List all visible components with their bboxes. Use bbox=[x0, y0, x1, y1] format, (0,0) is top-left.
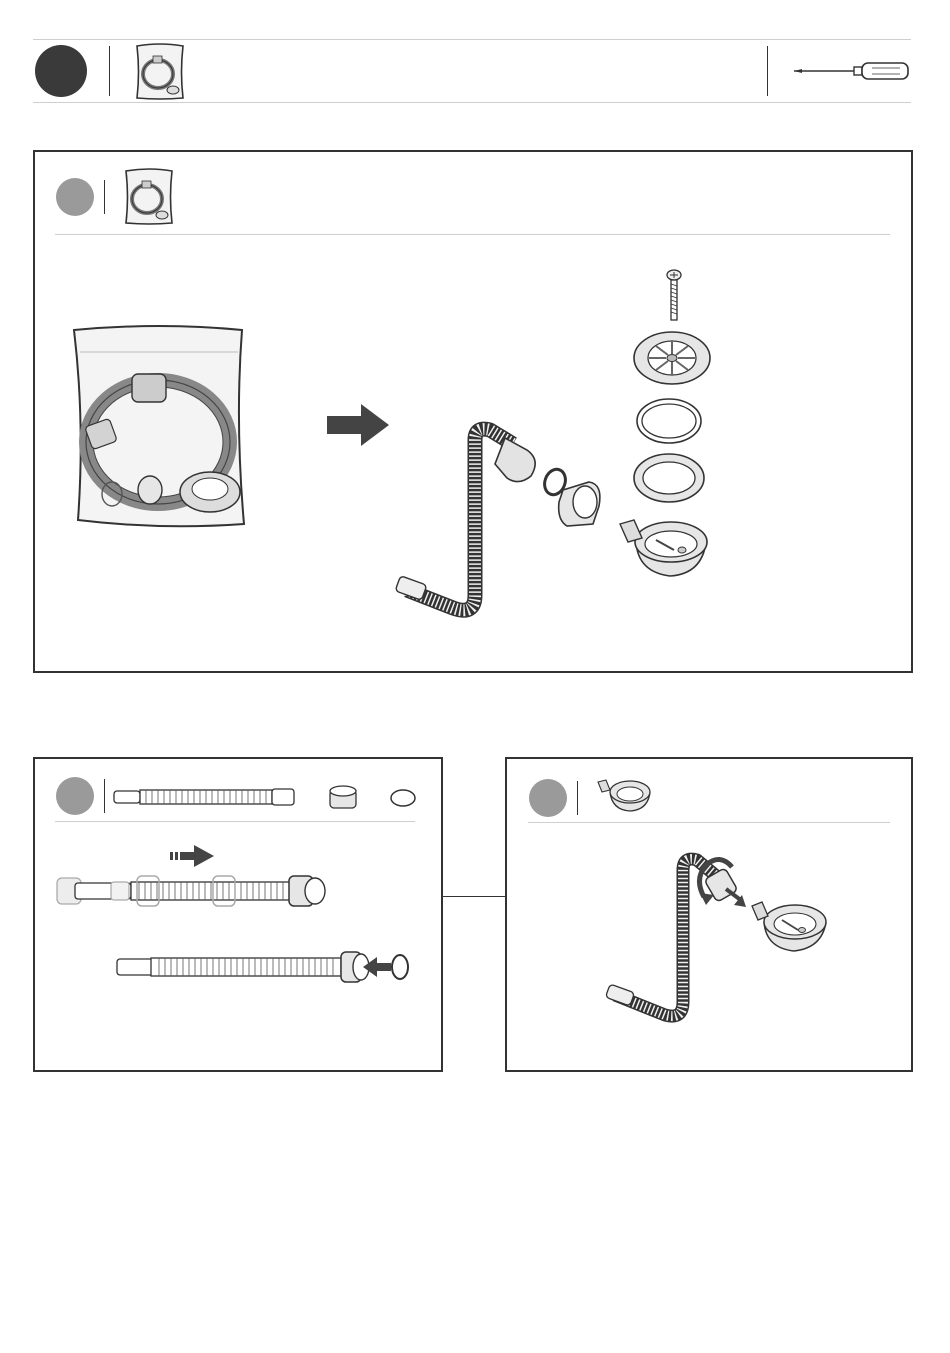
substep-separator bbox=[104, 180, 105, 214]
hose-icon bbox=[395, 420, 555, 625]
arrow-right-icon bbox=[168, 843, 216, 869]
panel-drain-divider bbox=[528, 822, 890, 823]
substep-marker bbox=[529, 779, 567, 817]
seal-ring-icon bbox=[632, 452, 706, 504]
header-tool-separator bbox=[767, 46, 768, 96]
arrow-right-icon bbox=[325, 402, 391, 448]
bag-of-parts-icon bbox=[70, 322, 250, 530]
hose-icon bbox=[115, 948, 415, 988]
step-marker bbox=[35, 45, 87, 97]
substep-separator bbox=[104, 779, 105, 813]
header-bottom-rule bbox=[33, 102, 911, 103]
o-ring-icon bbox=[389, 788, 417, 808]
header-top-rule bbox=[33, 39, 911, 40]
substep-marker bbox=[56, 777, 94, 815]
drain-body-icon bbox=[750, 896, 830, 956]
hose-icon bbox=[55, 870, 330, 912]
substep-marker bbox=[56, 178, 94, 216]
substep-separator bbox=[577, 781, 578, 815]
bag-of-parts-icon bbox=[122, 167, 176, 225]
hose-icon bbox=[112, 786, 298, 808]
panel-connector bbox=[442, 896, 506, 897]
bag-of-parts-icon bbox=[133, 42, 187, 100]
drain-body-icon bbox=[616, 510, 712, 582]
panel-unpack-divider bbox=[55, 234, 890, 235]
screwdriver-icon bbox=[792, 60, 912, 82]
strainer-icon bbox=[632, 330, 712, 386]
nut-icon bbox=[555, 480, 605, 528]
panel-hose-divider bbox=[55, 821, 415, 822]
screw-icon bbox=[664, 268, 684, 322]
rotate-arrow-icon bbox=[692, 853, 746, 911]
header-separator bbox=[109, 46, 110, 96]
nut-icon bbox=[328, 784, 358, 812]
seal-ring-icon bbox=[634, 396, 704, 446]
drain-body-icon bbox=[596, 778, 652, 814]
